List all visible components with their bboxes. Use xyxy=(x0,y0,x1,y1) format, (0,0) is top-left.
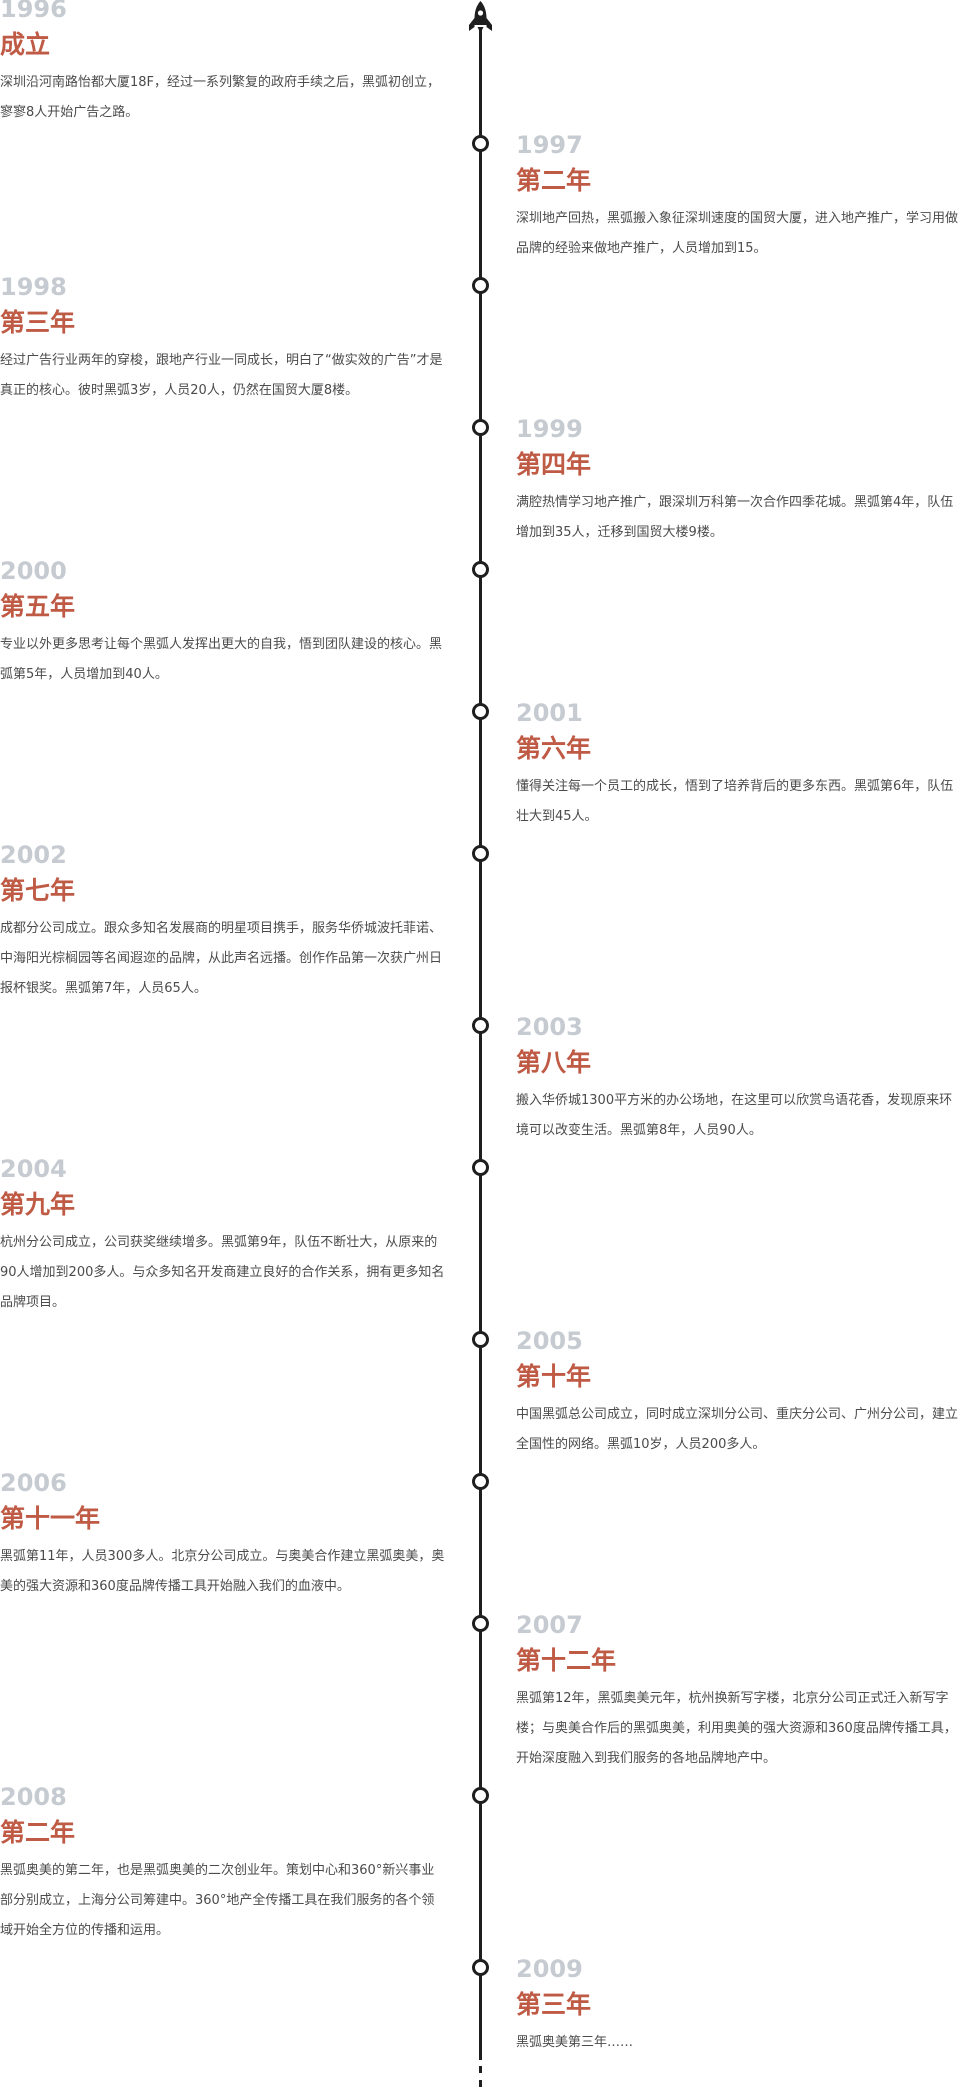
entry-description: 黑弧奥美的第二年，也是黑弧奥美的二次创业年。策划中心和360°新兴事业部分别成立… xyxy=(0,1863,435,1938)
timeline-entry-2001: 2001 第六年 懂得关注每一个员工的成长，悟到了培养背后的更多东西。黑弧第6年… xyxy=(516,698,961,832)
timeline-entry-2004: 2004 第九年 杭州分公司成立，公司获奖继续增多。黑弧第9年，队伍不断壮大，从… xyxy=(0,1154,446,1318)
timeline-node xyxy=(472,561,489,578)
entry-year: 2000 xyxy=(0,557,67,585)
timeline-entry-2006: 2006 第十一年 黑弧第11年，人员300多人。北京分公司成立。与奥美合作建立… xyxy=(0,1468,446,1602)
timeline-node xyxy=(472,1331,489,1348)
entry-title: 第九年 xyxy=(0,1190,76,1219)
timeline-entry-2003: 2003 第八年 搬入华侨城1300平方米的办公场地，在这里可以欣赏鸟语花香，发… xyxy=(516,1012,961,1146)
entry-year: 2008 xyxy=(0,1783,67,1811)
entry-title: 第七年 xyxy=(0,876,76,905)
entry-year: 1998 xyxy=(0,273,67,301)
entry-year: 1999 xyxy=(516,415,583,443)
timeline-node xyxy=(472,135,489,152)
entry-year: 1996 xyxy=(0,0,67,23)
entry-title: 第五年 xyxy=(0,592,76,621)
timeline-node xyxy=(472,419,489,436)
entry-year: 2007 xyxy=(516,1611,583,1639)
entry-title: 第六年 xyxy=(516,734,592,763)
entry-title: 第二年 xyxy=(516,166,592,195)
timeline-entry-2007: 2007 第十二年 黑弧第12年，黑弧奥美元年，杭州换新写字楼，北京分公司正式迁… xyxy=(516,1610,961,1774)
timeline-node xyxy=(472,1159,489,1176)
entry-title: 第八年 xyxy=(516,1048,592,1077)
timeline-axis xyxy=(479,30,482,2060)
entry-year: 2005 xyxy=(516,1327,583,1355)
rocket-icon xyxy=(469,1,492,33)
timeline-entry-2009: 2009 第三年 黑弧奥美第三年…… xyxy=(516,1954,961,2058)
entry-year: 2006 xyxy=(0,1469,67,1497)
entry-description: 搬入华侨城1300平方米的办公场地，在这里可以欣赏鸟语花香，发现原来环境可以改变… xyxy=(516,1093,953,1138)
timeline-entry-2005: 2005 第十年 中国黑弧总公司成立，同时成立深圳分公司、重庆分公司、广州分公司… xyxy=(516,1326,961,1460)
entry-title: 第二年 xyxy=(0,1818,76,1847)
timeline-node xyxy=(472,703,489,720)
timeline-node xyxy=(472,845,489,862)
entry-title: 第十一年 xyxy=(0,1504,101,1533)
entry-title: 第十年 xyxy=(516,1362,592,1391)
timeline-entry-2002: 2002 第七年 成都分公司成立。跟众多知名发展商的明星项目携手，服务华侨城波托… xyxy=(0,840,446,1004)
timeline-node xyxy=(472,1959,489,1976)
entry-title: 第四年 xyxy=(516,450,592,479)
entry-description: 黑弧第11年，人员300多人。北京分公司成立。与奥美合作建立黑弧奥美，奥美的强大… xyxy=(0,1549,445,1594)
timeline-node xyxy=(472,277,489,294)
entry-description: 专业以外更多思考让每个黑弧人发挥出更大的自我，悟到团队建设的核心。黑弧第5年，人… xyxy=(0,637,443,682)
timeline-axis-dash xyxy=(479,2066,482,2073)
timeline-entry-1998: 1998 第三年 经过广告行业两年的穿梭，跟地产行业一同成长，明白了“做实效的广… xyxy=(0,272,446,406)
entry-description: 深圳地产回热，黑弧搬入象征深圳速度的国贸大厦，进入地产推广，学习用做品牌的经验来… xyxy=(516,211,959,256)
entry-year: 2009 xyxy=(516,1955,583,1983)
entry-description: 经过广告行业两年的穿梭，跟地产行业一同成长，明白了“做实效的广告”才是真正的核心… xyxy=(0,353,443,398)
timeline-node xyxy=(472,1615,489,1632)
entry-description: 黑弧第12年，黑弧奥美元年，杭州换新写字楼，北京分公司正式迁入新写字楼；与奥美合… xyxy=(516,1691,957,1766)
entry-title: 成立 xyxy=(0,30,51,59)
entry-year: 1997 xyxy=(516,131,583,159)
entry-year: 2001 xyxy=(516,699,583,727)
entry-description: 满腔热情学习地产推广，跟深圳万科第一次合作四季花城。黑弧第4年，队伍增加到35人… xyxy=(516,495,954,540)
entry-title: 第三年 xyxy=(0,308,76,337)
entry-description: 懂得关注每一个员工的成长，悟到了培养背后的更多东西。黑弧第6年，队伍壮大到45人… xyxy=(516,779,954,824)
timeline-entry-2008: 2008 第二年 黑弧奥美的第二年，也是黑弧奥美的二次创业年。策划中心和360°… xyxy=(0,1782,446,1946)
entry-description: 杭州分公司成立，公司获奖继续增多。黑弧第9年，队伍不断壮大，从原来的90人增加到… xyxy=(0,1235,445,1310)
timeline-entry-1997: 1997 第二年 深圳地产回热，黑弧搬入象征深圳速度的国贸大厦，进入地产推广，学… xyxy=(516,130,961,264)
entry-year: 2003 xyxy=(516,1013,583,1041)
entry-year: 2002 xyxy=(0,841,67,869)
timeline-node xyxy=(472,1017,489,1034)
timeline-axis-dash xyxy=(479,2080,482,2087)
entry-description: 黑弧奥美第三年…… xyxy=(516,2035,634,2050)
timeline-entry-2000: 2000 第五年 专业以外更多思考让每个黑弧人发挥出更大的自我，悟到团队建设的核… xyxy=(0,556,446,690)
entry-title: 第十二年 xyxy=(516,1646,617,1675)
timeline-entry-1999: 1999 第四年 满腔热情学习地产推广，跟深圳万科第一次合作四季花城。黑弧第4年… xyxy=(516,414,961,548)
entry-description: 成都分公司成立。跟众多知名发展商的明星项目携手，服务华侨城波托菲诺、中海阳光棕榈… xyxy=(0,921,443,996)
timeline-node xyxy=(472,1473,489,1490)
timeline-node xyxy=(472,1787,489,1804)
timeline-entry-1996: 1996 成立 深圳沿河南路怡都大厦18F，经过一系列繁复的政府手续之后，黑弧初… xyxy=(0,0,446,128)
entry-description: 中国黑弧总公司成立，同时成立深圳分公司、重庆分公司、广州分公司，建立全国性的网络… xyxy=(516,1407,959,1452)
entry-description: 深圳沿河南路怡都大厦18F，经过一系列繁复的政府手续之后，黑弧初创立，寥寥8人开… xyxy=(0,75,441,120)
entry-title: 第三年 xyxy=(516,1990,592,2019)
entry-year: 2004 xyxy=(0,1155,67,1183)
